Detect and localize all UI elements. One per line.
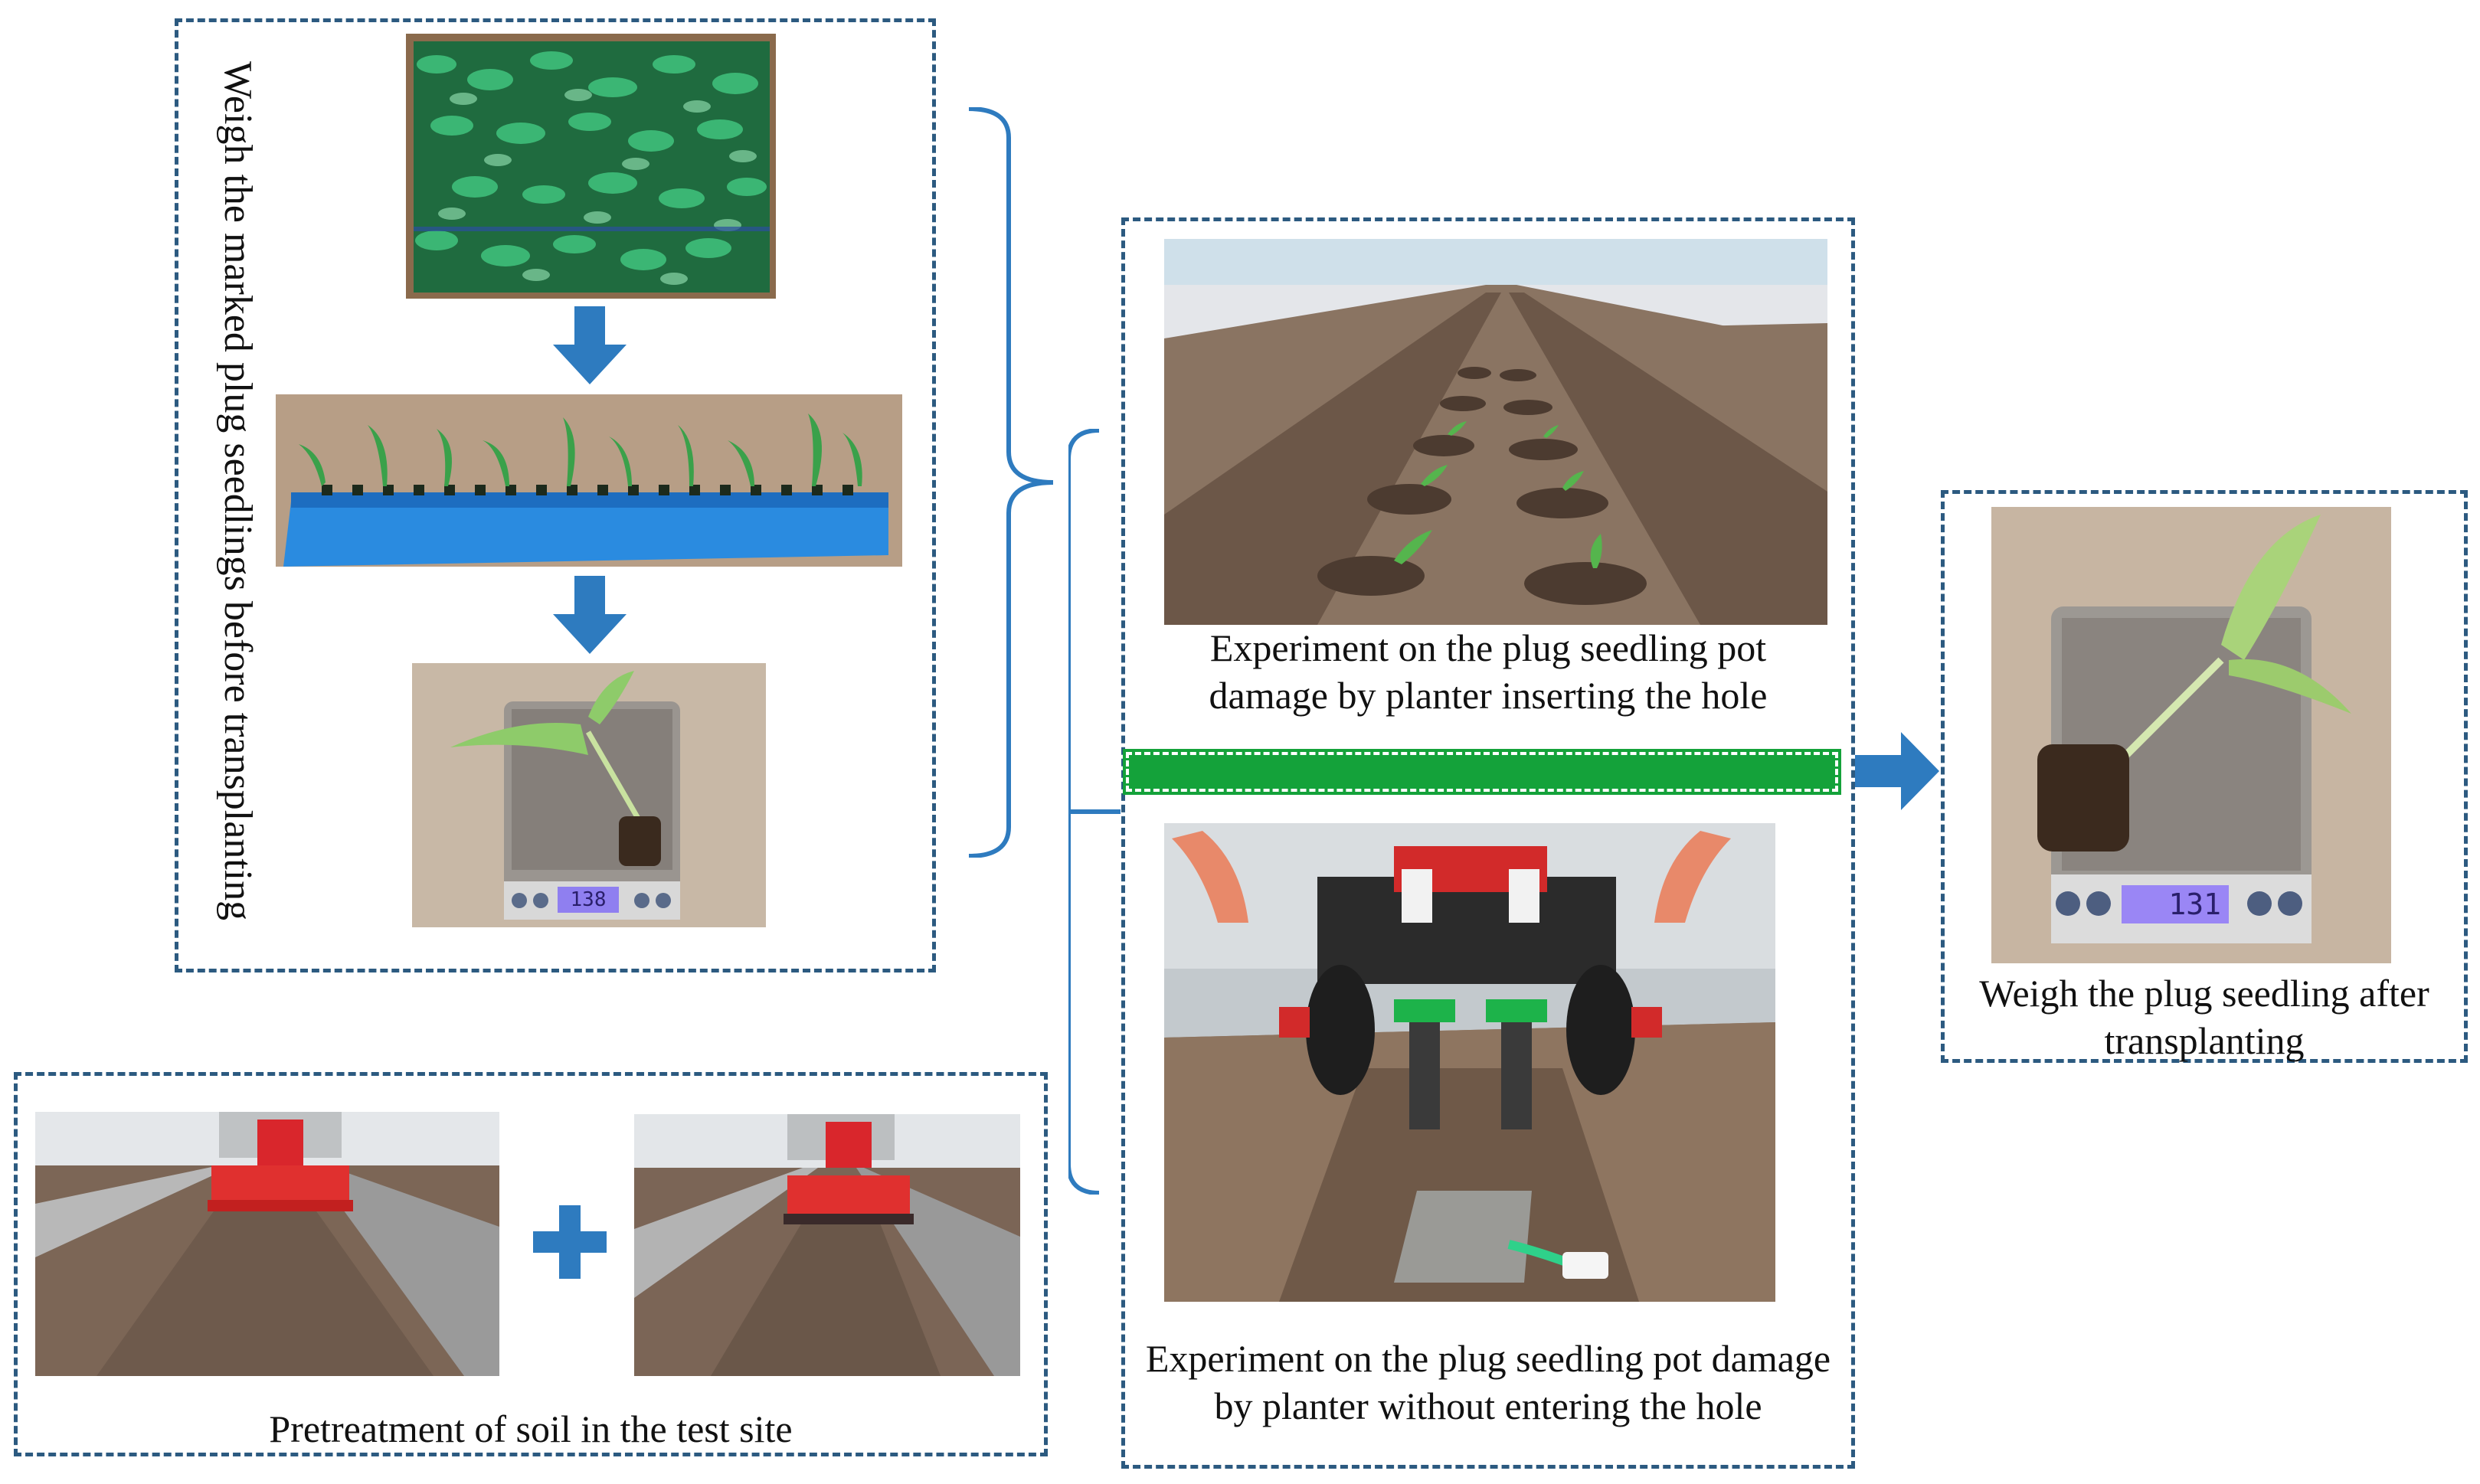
- seedling-tray-photo: [406, 34, 776, 299]
- scale-before-readout: 138: [570, 888, 607, 911]
- weigh-after-line2: transplanting: [2104, 1019, 2305, 1062]
- weigh-before-label: Weigh the marked plug seedlings before t…: [211, 61, 264, 942]
- arrow-down-icon: [553, 576, 627, 654]
- arrow-right-icon: [1855, 732, 1939, 810]
- scale-after-readout: 131: [2168, 887, 2221, 921]
- green-divider: [1123, 749, 1841, 795]
- weigh-after-panel: [1941, 490, 2468, 1063]
- exp-without-caption: Experiment on the plug seedling pot dama…: [1126, 1335, 1850, 1430]
- weigh-before-panel: [175, 18, 936, 972]
- exp-without-line1: Experiment on the plug seedling pot dama…: [1145, 1337, 1831, 1380]
- field-inserting-photo: [1164, 239, 1827, 625]
- planter-without-photo: [1164, 823, 1775, 1302]
- scale-before-photo: 138: [412, 663, 766, 927]
- weigh-after-caption: Weigh the plug seedling after transplant…: [1945, 969, 2463, 1064]
- bracket-icon: [969, 107, 1061, 858]
- scale-after-photo: 131: [1991, 507, 2391, 963]
- seedling-tray-side-photo: [276, 394, 902, 567]
- pretreatment-caption: Pretreatment of soil in the test site: [269, 1407, 793, 1450]
- exp-without-line2: by planter without entering the hole: [1214, 1384, 1762, 1427]
- weigh-after-line1: Weigh the plug seedling after: [1979, 972, 2429, 1015]
- experiments-panel: [1121, 217, 1855, 1469]
- exp-inserting-line2: damage by planter inserting the hole: [1209, 674, 1768, 717]
- arrow-down-icon: [553, 306, 627, 384]
- plus-icon: [533, 1205, 607, 1279]
- leveling-machine-photo: [634, 1114, 1020, 1376]
- rotary-tiller-photo: [35, 1112, 499, 1376]
- weigh-before-label-text: Weigh the marked plug seedlings before t…: [216, 61, 260, 921]
- exp-inserting-line1: Experiment on the plug seedling pot: [1209, 626, 1767, 669]
- bracket-icon: [1068, 429, 1153, 1195]
- pretreatment-panel: [14, 1072, 1048, 1456]
- exp-inserting-caption: Experiment on the plug seedling pot dama…: [1126, 624, 1850, 719]
